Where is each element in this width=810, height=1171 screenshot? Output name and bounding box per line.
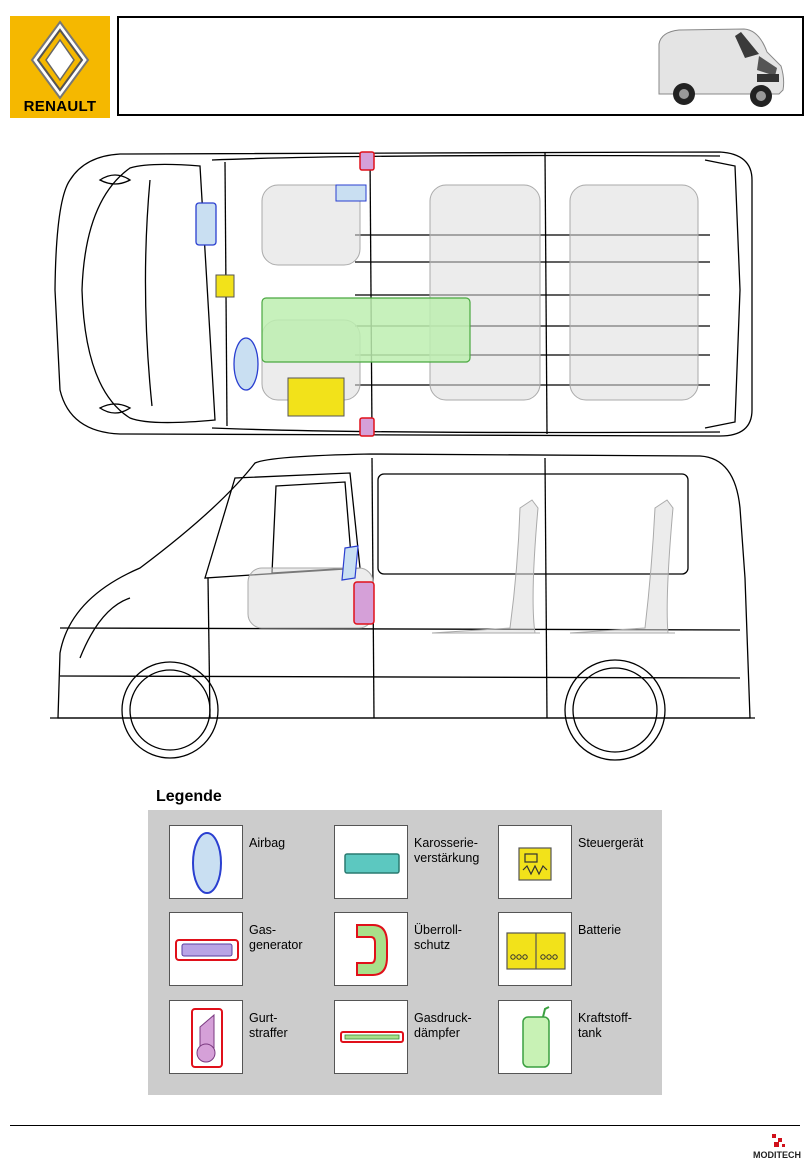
control-unit-icon — [518, 847, 552, 881]
moditech-logo-icon: MODITECH — [753, 1134, 801, 1160]
legend-item-airbag — [169, 825, 243, 899]
gas-strut-icon — [340, 1031, 404, 1043]
legend-label-strut: Gasdruck- dämpfer — [414, 1011, 472, 1040]
legend-title: Legende — [156, 788, 222, 805]
renault-logo: RENAULT — [10, 16, 110, 118]
gas-generator-icon — [175, 939, 239, 961]
van-photo — [658, 28, 785, 107]
legend-item-rollover — [334, 912, 408, 986]
legend-label-fueltank: Kraftstoff- tank — [578, 1011, 632, 1040]
legend-item-battery — [498, 912, 572, 986]
body-reinforcement-icon — [344, 853, 400, 874]
legend-label-rollover: Überroll- schutz — [414, 923, 462, 952]
legend-item-pretensioner — [169, 1000, 243, 1074]
legend-label-reinforcement: Karosserie- verstärkung — [414, 836, 480, 865]
moditech-logo: MODITECH — [752, 1132, 802, 1166]
legend-label-inflator: Gas- generator — [249, 923, 303, 952]
legend-label-pretensioner: Gurt- straffer — [249, 1011, 288, 1040]
footer-divider — [10, 1125, 800, 1126]
legend-label-ecu: Steuergerät — [578, 836, 644, 850]
rollover-protection-icon — [356, 924, 388, 976]
legend-label-battery: Batterie — [578, 923, 622, 937]
belt-pretensioner-icon — [191, 1008, 223, 1068]
legend-label-airbag: Airbag — [249, 836, 286, 850]
header-frame — [117, 16, 804, 116]
legend-item-inflator — [169, 912, 243, 986]
legend-item-ecu — [498, 825, 572, 899]
legend-item-fueltank — [498, 1000, 572, 1074]
brand-name: RENAULT — [23, 98, 97, 115]
renault-diamond-icon — [30, 20, 90, 100]
fuel-tank-icon — [522, 1006, 550, 1068]
van-side-view — [50, 453, 755, 761]
legend-panel: Airbag Karosserie- verstärkung Steuerger… — [148, 810, 662, 1095]
van-top-view — [54, 151, 753, 437]
battery-icon — [506, 932, 566, 970]
airbag-icon — [192, 832, 222, 894]
legend-item-strut — [334, 1000, 408, 1074]
legend-item-reinforcement — [334, 825, 408, 899]
moditech-logo-text: MODITECH — [753, 1150, 801, 1160]
